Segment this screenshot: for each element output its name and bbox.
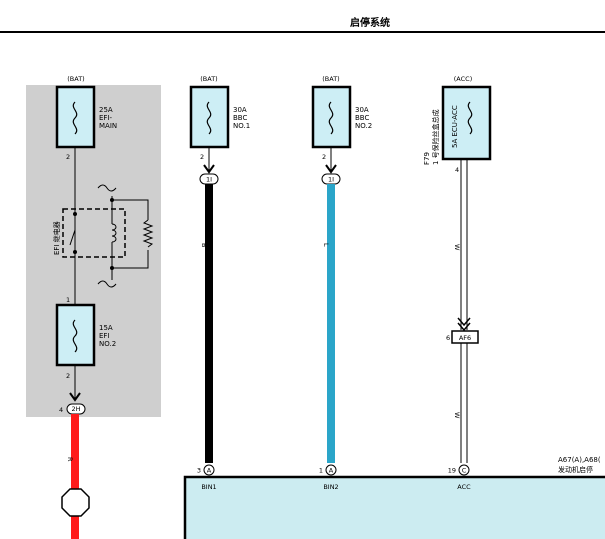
ecu-acc-source-label: (ACC) — [454, 75, 472, 83]
wire-color-r: R — [66, 457, 74, 462]
ecu-acc-connector-code: F79 — [423, 152, 431, 165]
efi-no2-name1: EFI — [99, 332, 110, 340]
column-efi: (BAT) 25A EFI- MAIN 2 EFI 继电器 1 15A EFI … — [52, 75, 154, 539]
page-title: 启停系统 — [350, 16, 390, 29]
ecu-pin-circle — [203, 464, 215, 476]
ecu-pin-number: 19 — [448, 467, 456, 475]
bbc-no2-name2: NO.2 — [355, 122, 372, 130]
connector-octagon-icon — [61, 488, 90, 517]
ecu-pin-acc[interactable]: C 19 ACC — [448, 464, 471, 491]
ecu-pin-number: 3 — [197, 467, 201, 475]
ecu-block: A67(A),A68( 发动机启停 A 3 BIN1 A 1 BIN2 C 19… — [183, 456, 605, 539]
bbc-no2-name1: BBC — [355, 114, 369, 122]
fuse-symbol-icon — [206, 101, 212, 135]
ecu-acc-pin-bottom: 4 — [455, 166, 459, 174]
wire-color-b: B — [200, 243, 208, 247]
ecu-name-label: 发动机启停 — [558, 465, 593, 474]
relay-break-mark-icon — [97, 280, 117, 288]
efi-main-pin-bottom: 2 — [66, 153, 70, 161]
efi-no2-pin-bottom: 2 — [66, 372, 70, 380]
fuse-symbol-icon — [72, 101, 78, 135]
ecu-pin-circle — [458, 464, 470, 476]
ecu-acc-label: 5A ECU-ACC — [451, 105, 459, 148]
ecu-pin-name: ACC — [457, 483, 471, 491]
relay-break-mark-icon — [97, 184, 117, 192]
ecu-pin-letter: C — [462, 467, 467, 475]
column-bbc-no1: (BAT) 30A BBC NO.1 2 1I B — [189, 75, 250, 463]
connector-arrow-icon — [325, 164, 337, 174]
ecu-body — [183, 475, 605, 539]
wire-color-w: W — [453, 244, 461, 251]
efi-main-source-label: (BAT) — [67, 75, 84, 83]
efi-main-name2: MAIN — [99, 122, 117, 130]
connector-af6[interactable] — [451, 330, 479, 344]
ecu-pin-number: 1 — [319, 467, 323, 475]
bbc-no2-rating: 30A — [355, 106, 369, 114]
connector-af6-pin: 6 — [446, 334, 450, 342]
connector-arrow-icon — [203, 164, 215, 174]
relay-switch-icon — [69, 229, 76, 246]
ecu-acc-connector-name: 1 号保险丝盒总成 — [431, 109, 440, 165]
bbc-no1-rating: 30A — [233, 106, 247, 114]
ecu-pin-letter: A — [329, 467, 334, 475]
fuse-symbol-icon — [72, 319, 78, 353]
efi-relay-label: EFI 继电器 — [52, 221, 61, 255]
wire-color-w: W — [453, 412, 461, 419]
efi-no2-rating: 15A — [99, 324, 113, 332]
ecu-pin-letter: A — [207, 467, 212, 475]
bbc-no1-name1: BBC — [233, 114, 247, 122]
wire-color-l: L — [322, 243, 330, 247]
fuse-symbol-icon — [328, 101, 334, 135]
connector-2h-label: 2H — [71, 405, 80, 413]
connector-2h-pin: 4 — [59, 406, 63, 414]
bbc-no2-source-label: (BAT) — [322, 75, 339, 83]
efi-no2-pin-top: 1 — [66, 296, 70, 304]
connector-double-arrow-icon — [457, 317, 471, 332]
relay-coil-icon — [111, 223, 117, 243]
ecu-pin-name: BIN2 — [323, 483, 338, 491]
ecu-pin-bin1[interactable]: A 3 BIN1 — [197, 464, 217, 491]
ecu-connectors-label: A67(A),A68( — [558, 456, 601, 464]
connector-1i-label: 1I — [328, 176, 334, 184]
ecu-pin-name: BIN1 — [201, 483, 216, 491]
ecu-pin-circle — [325, 464, 337, 476]
relay-resistor-icon — [142, 219, 154, 248]
bbc-no1-name2: NO.1 — [233, 122, 250, 130]
connector-af6-label: AF6 — [459, 334, 471, 342]
connector-1i-label: 1I — [206, 176, 212, 184]
bbc-no2-pin-bottom: 2 — [322, 153, 326, 161]
fuse-symbol-icon — [467, 101, 473, 135]
efi-no2-name2: NO.2 — [99, 340, 116, 348]
relay-contact-dot — [73, 250, 77, 254]
ecu-pin-bin2[interactable]: A 1 BIN2 — [319, 464, 339, 491]
bbc-no1-source-label: (BAT) — [200, 75, 217, 83]
efi-main-rating: 25A — [99, 106, 113, 114]
column-ecu-acc: (ACC) 5A ECU-ACC F79 1 号保险丝盒总成 4 W AF6 6… — [423, 75, 492, 463]
column-bbc-no2: (BAT) 30A BBC NO.2 2 1I L — [311, 75, 372, 463]
bbc-no1-pin-bottom: 2 — [200, 153, 204, 161]
ecu-acc-fuse[interactable] — [441, 85, 492, 161]
relay-contact-dot — [73, 212, 77, 216]
efi-relay-frame — [62, 208, 126, 258]
relay-resistor-branch — [112, 199, 149, 269]
connector-arrow-icon — [69, 392, 81, 402]
efi-main-name1: EFI- — [99, 114, 113, 122]
